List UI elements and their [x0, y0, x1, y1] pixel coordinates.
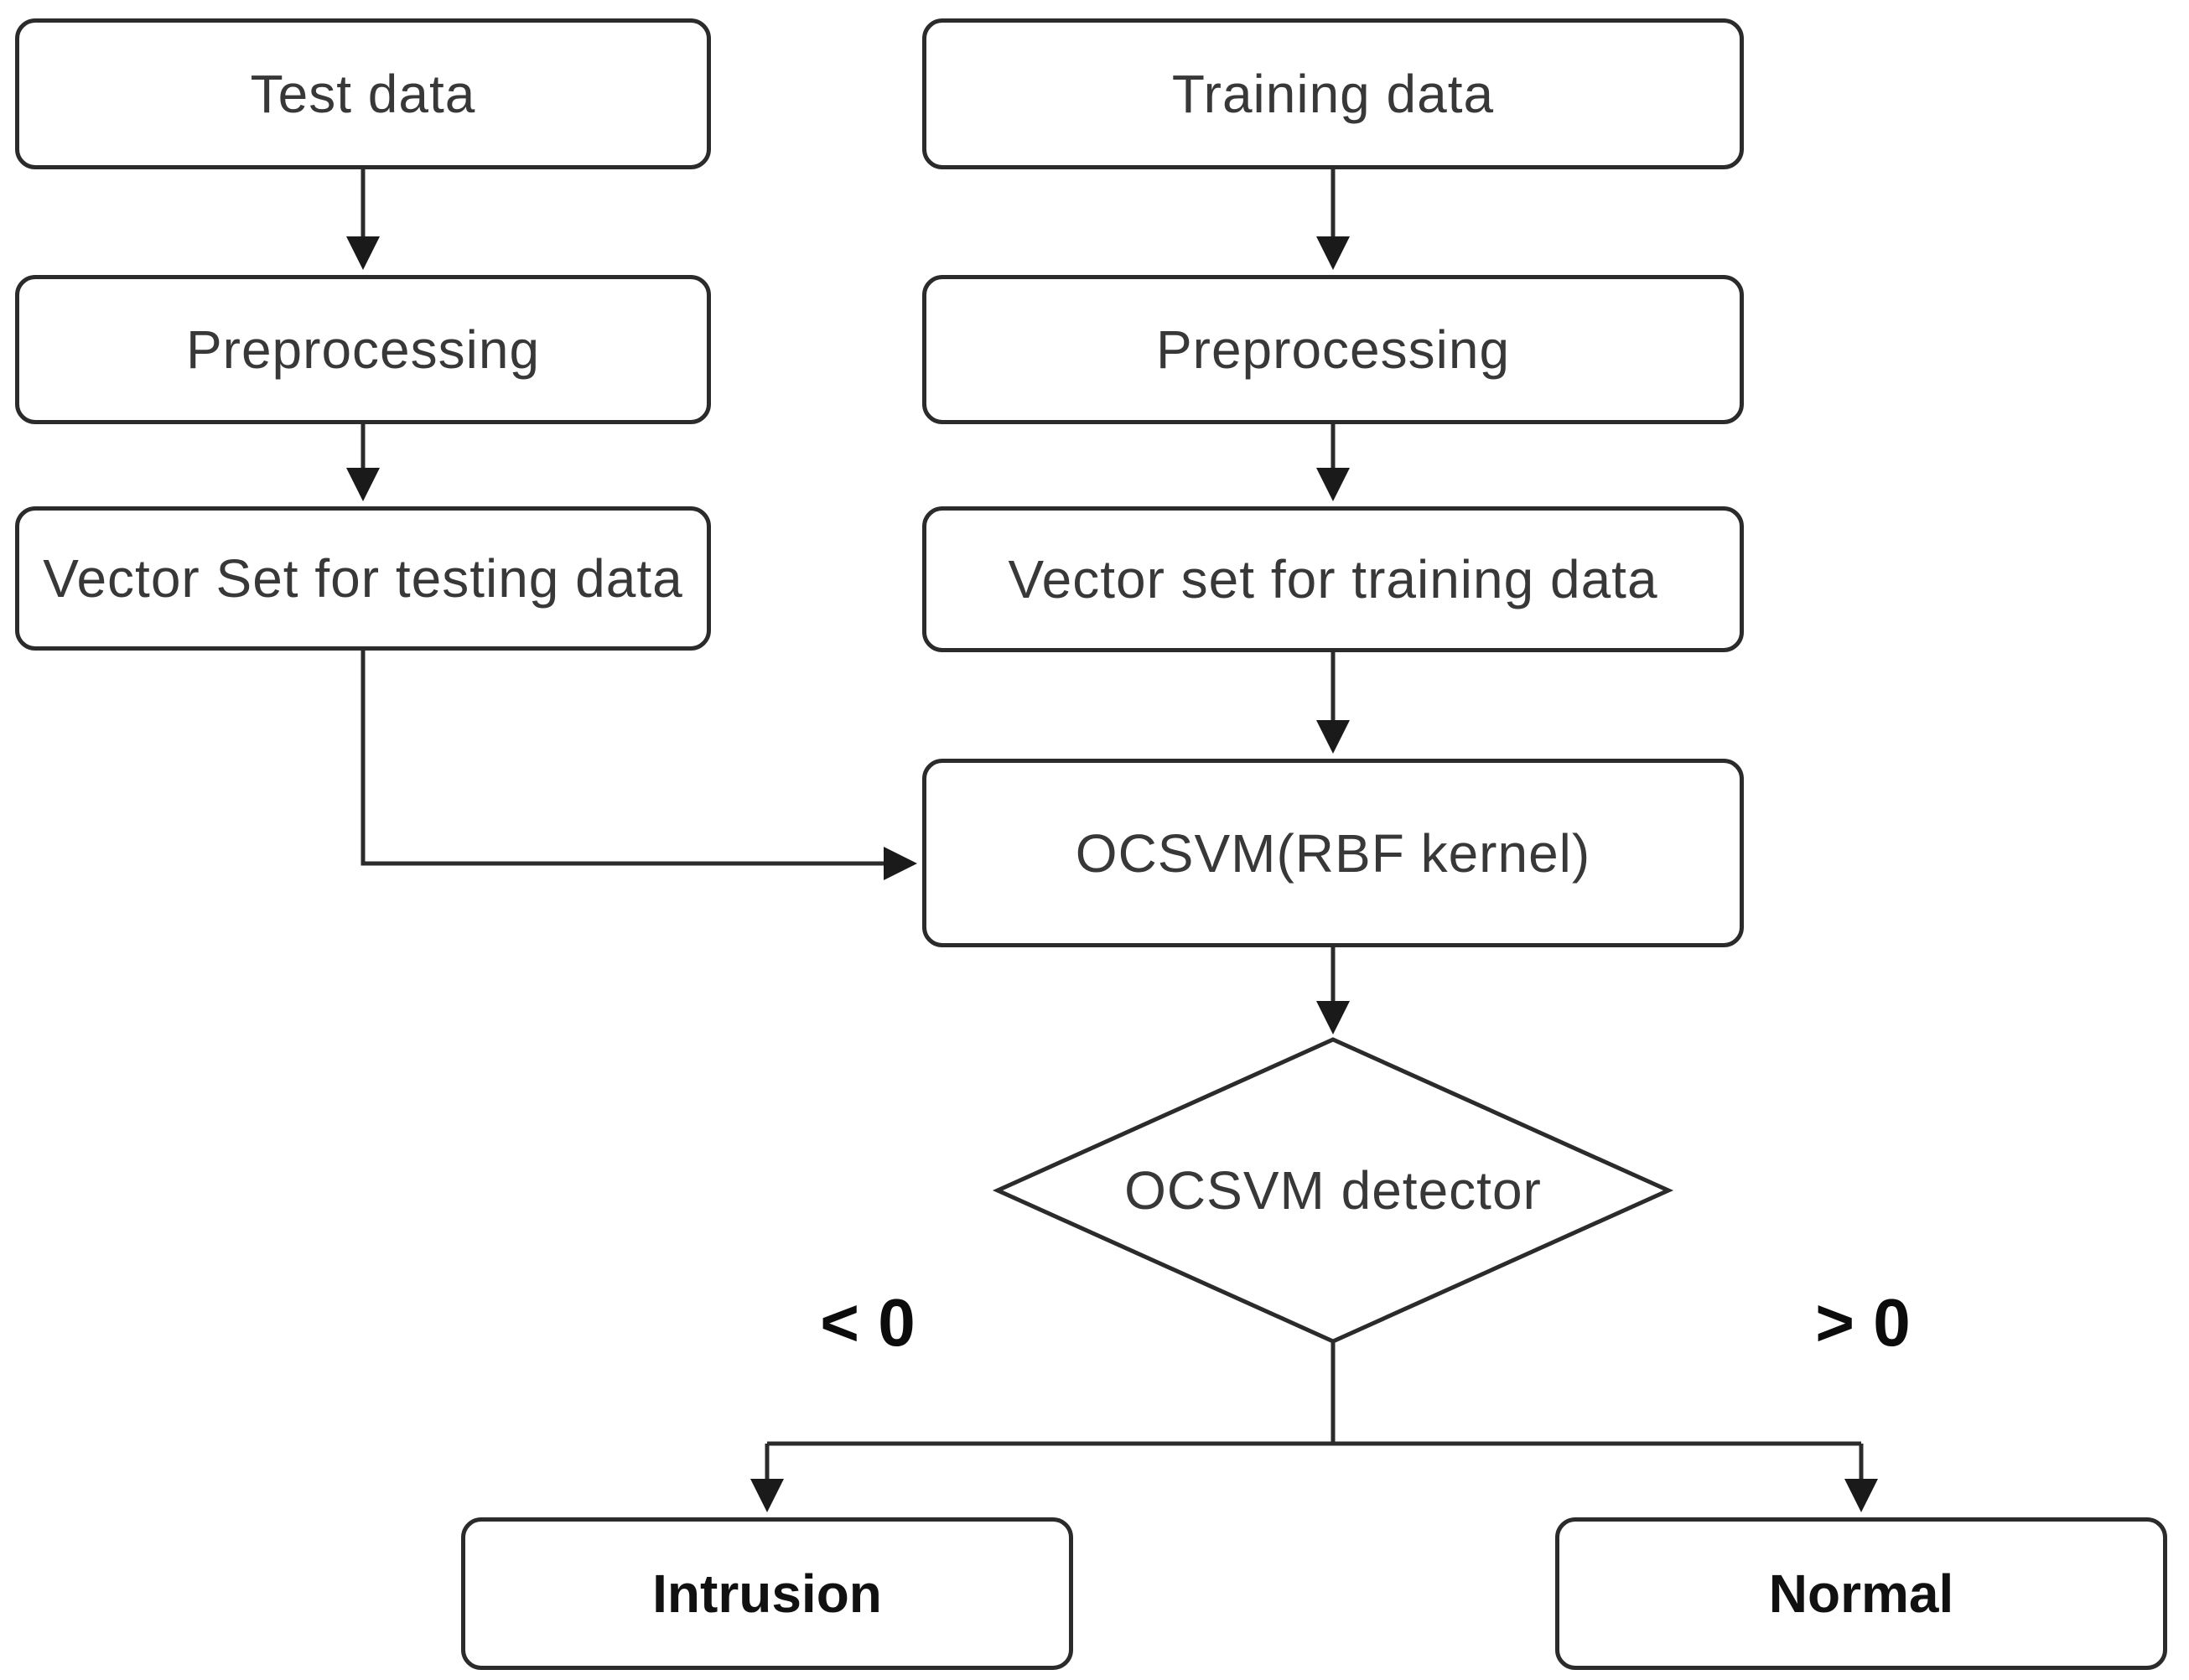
node-vector-set-testing: Vector Set for testing data [15, 506, 711, 651]
decision-diamond-shape [992, 1037, 1674, 1344]
node-preprocessing-test-label: Preprocessing [185, 319, 541, 380]
node-vector-set-testing-label: Vector Set for testing data [43, 548, 683, 609]
node-preprocessing-test: Preprocessing [15, 275, 711, 424]
edge-label-less-than-zero: < 0 [820, 1285, 916, 1360]
node-preprocessing-train-label: Preprocessing [1155, 319, 1511, 380]
node-normal-label: Normal [1768, 1563, 1954, 1624]
node-ocsvm-label: OCSVM(RBF kernel) [1075, 822, 1591, 884]
node-intrusion: Intrusion [461, 1517, 1073, 1670]
node-ocsvm-detector-label: OCSVM detector [1124, 1160, 1542, 1221]
node-normal: Normal [1555, 1517, 2167, 1670]
node-test-data: Test data [15, 18, 711, 169]
node-ocsvm: OCSVM(RBF kernel) [922, 759, 1744, 947]
node-vector-set-training-label: Vector set for training data [1008, 549, 1658, 609]
node-test-data-label: Test data [250, 64, 476, 124]
edge-label-greater-than-zero: > 0 [1815, 1285, 1911, 1360]
node-training-data: Training data [922, 18, 1744, 169]
node-intrusion-label: Intrusion [652, 1563, 882, 1624]
node-training-data-label: Training data [1171, 64, 1495, 124]
edge-vectortest-to-ocsvm [361, 651, 917, 880]
node-vector-set-training: Vector set for training data [922, 506, 1744, 652]
node-preprocessing-train: Preprocessing [922, 275, 1744, 424]
